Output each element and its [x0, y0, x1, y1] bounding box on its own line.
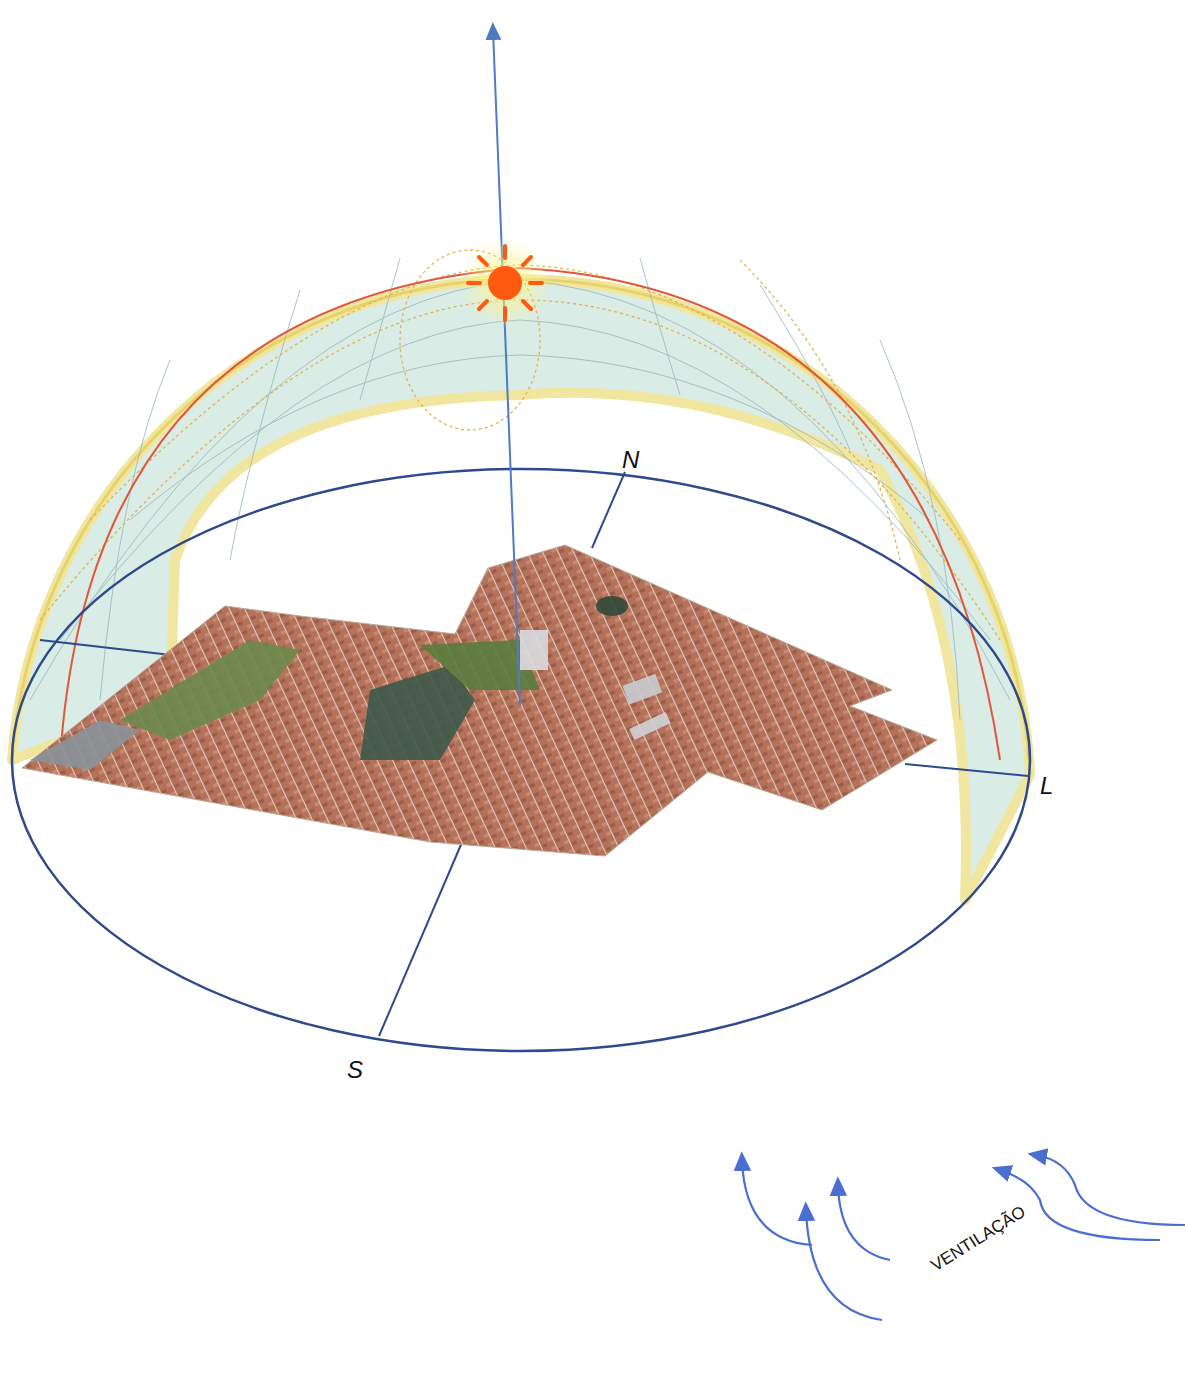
compass-label: L [1040, 774, 1053, 798]
compass-label: N [622, 448, 639, 472]
wind-label: VENTILAÇÃO [928, 1203, 1028, 1274]
compass-label: S [347, 1058, 363, 1082]
